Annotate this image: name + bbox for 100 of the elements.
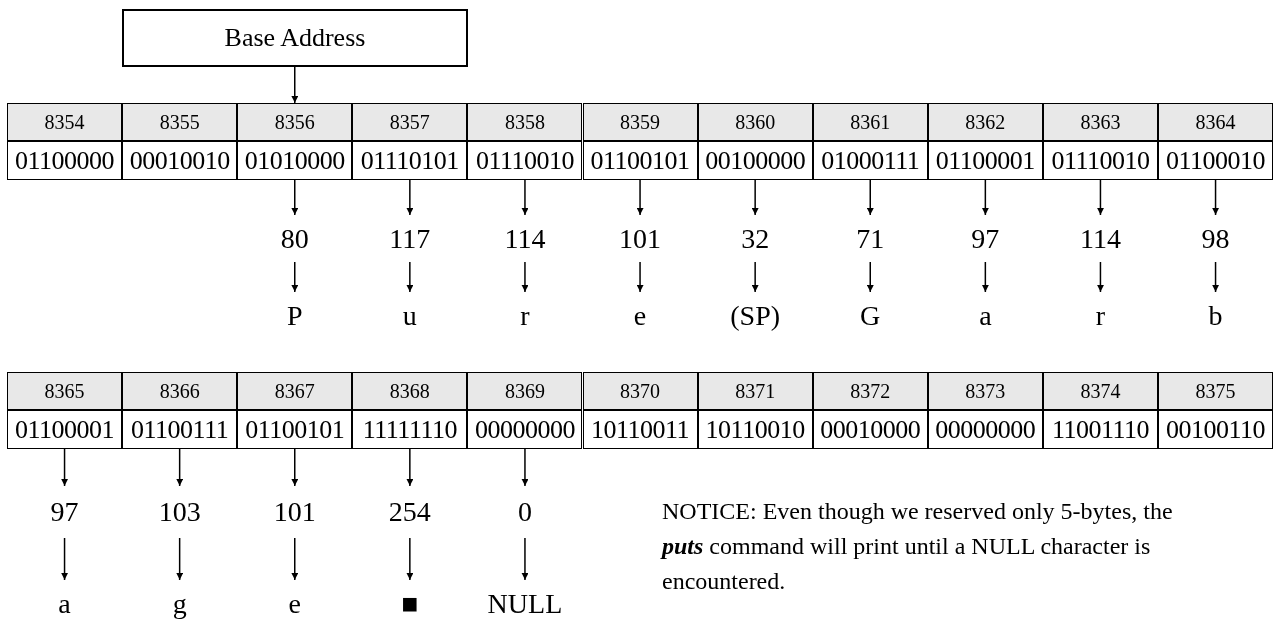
binary-value-cell: 01100010 xyxy=(1158,141,1274,180)
character: u xyxy=(352,292,468,340)
address-cell: 8358 xyxy=(467,103,583,141)
arrow xyxy=(980,179,991,216)
arrow xyxy=(1210,261,1221,293)
arrow xyxy=(59,448,70,487)
decimal-value: 0 xyxy=(467,486,583,538)
character: (SP) xyxy=(697,292,813,340)
character: r xyxy=(467,292,583,340)
arrow xyxy=(1095,261,1106,293)
decimal-value: 71 xyxy=(812,215,928,262)
address-cell: 8374 xyxy=(1042,372,1158,410)
arrow xyxy=(635,261,645,293)
arrow xyxy=(980,261,991,293)
character: a xyxy=(927,292,1043,340)
binary-value-cell: 00000000 xyxy=(927,410,1043,449)
arrow xyxy=(520,448,530,487)
arrow xyxy=(289,448,300,487)
character: NULL xyxy=(467,580,583,628)
binary-value-cell: 00100110 xyxy=(1158,410,1274,449)
decimal-value: 80 xyxy=(237,215,353,262)
address-cell: 8360 xyxy=(697,103,813,141)
character: P xyxy=(237,292,353,340)
decimal-value: 114 xyxy=(467,215,583,262)
binary-value-cell: 01100001 xyxy=(7,410,123,449)
binary-value-cell: 01100111 xyxy=(122,410,238,449)
notice-note: NOTICE: Even though we reserved only 5-bytes, the puts command will print until a NULL character is encountered. xyxy=(662,497,1174,596)
arrow xyxy=(520,179,530,216)
character: ■ xyxy=(352,580,468,628)
address-cell: 8356 xyxy=(237,103,353,141)
address-cell: 8368 xyxy=(352,372,468,410)
arrow xyxy=(865,179,876,216)
address-cell: 8361 xyxy=(812,103,928,141)
binary-value-cell: 01100001 xyxy=(927,141,1043,180)
address-cell: 8367 xyxy=(237,372,353,410)
binary-value-cell: 00010010 xyxy=(122,141,238,180)
address-cell: 8354 xyxy=(7,103,123,141)
address-cell: 8359 xyxy=(582,103,698,141)
arrow xyxy=(635,179,645,216)
binary-value-cell: 01110010 xyxy=(467,141,583,180)
address-cell: 8370 xyxy=(582,372,698,410)
decimal-value: 254 xyxy=(352,486,468,538)
address-cell: 8355 xyxy=(122,103,238,141)
binary-value-cell: 11001110 xyxy=(1042,410,1158,449)
decimal-value: 114 xyxy=(1042,215,1158,262)
address-cell: 8362 xyxy=(927,103,1043,141)
arrow xyxy=(289,537,300,581)
binary-value-cell: 01100000 xyxy=(7,141,123,180)
decimal-value: 103 xyxy=(122,486,238,538)
arrow xyxy=(865,261,876,293)
decimal-value: 32 xyxy=(697,215,813,262)
binary-value-cell: 01000111 xyxy=(812,141,928,180)
decimal-value: 98 xyxy=(1158,215,1274,262)
character: r xyxy=(1042,292,1158,340)
address-cell: 8363 xyxy=(1042,103,1158,141)
binary-value-cell: 01010000 xyxy=(237,141,353,180)
decimal-value: 97 xyxy=(7,486,123,538)
address-cell: 8357 xyxy=(352,103,468,141)
arrow xyxy=(750,179,761,216)
arrow xyxy=(289,261,300,293)
binary-value-cell: 01110010 xyxy=(1042,141,1158,180)
address-cell: 8366 xyxy=(122,372,238,410)
character: g xyxy=(122,580,238,628)
arrow xyxy=(520,537,530,581)
arrow xyxy=(289,66,300,104)
decimal-value: 101 xyxy=(582,215,698,262)
arrow xyxy=(520,261,530,293)
address-cell: 8372 xyxy=(812,372,928,410)
decimal-value: 117 xyxy=(352,215,468,262)
binary-value-cell: 01100101 xyxy=(582,141,698,180)
binary-value-cell: 01100101 xyxy=(237,410,353,449)
address-cell: 8371 xyxy=(697,372,813,410)
binary-value-cell: 10110011 xyxy=(582,410,698,449)
arrow xyxy=(405,537,415,581)
character: a xyxy=(7,580,123,628)
address-cell: 8364 xyxy=(1158,103,1274,141)
arrow xyxy=(289,179,300,216)
address-cell: 8375 xyxy=(1158,372,1274,410)
arrow xyxy=(59,537,70,581)
binary-value-cell: 00100000 xyxy=(697,141,813,180)
arrow xyxy=(405,261,415,293)
binary-value-cell: 00000000 xyxy=(467,410,583,449)
address-cell: 8373 xyxy=(927,372,1043,410)
arrow xyxy=(750,261,761,293)
character: e xyxy=(237,580,353,628)
binary-value-cell: 00010000 xyxy=(812,410,928,449)
arrow xyxy=(174,537,185,581)
decimal-value: 97 xyxy=(927,215,1043,262)
base-address-box: Base Address xyxy=(122,9,468,67)
character: e xyxy=(582,292,698,340)
binary-value-cell: 10110010 xyxy=(697,410,813,449)
character: G xyxy=(812,292,928,340)
arrow xyxy=(1210,179,1221,216)
arrow xyxy=(1095,179,1106,216)
decimal-value: 101 xyxy=(237,486,353,538)
character: b xyxy=(1158,292,1274,340)
arrow xyxy=(405,179,415,216)
binary-value-cell: 11111110 xyxy=(352,410,468,449)
binary-value-cell: 01110101 xyxy=(352,141,468,180)
arrow xyxy=(174,448,185,487)
